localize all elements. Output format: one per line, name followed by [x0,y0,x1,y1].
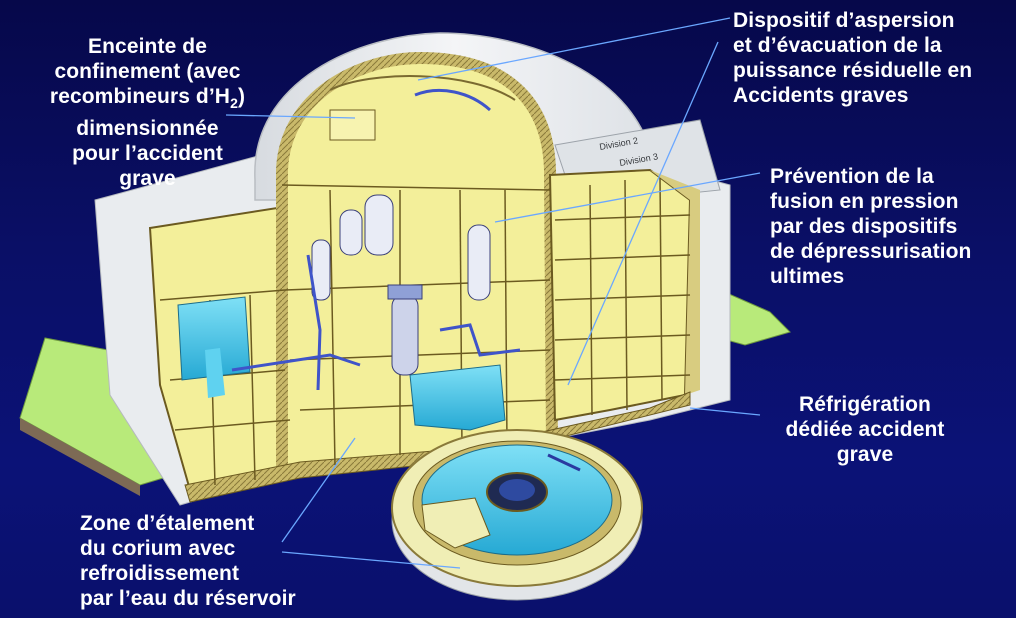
spray-line-4: Accidents graves [733,84,909,107]
containment-line-4: dimensionnée [76,117,219,141]
containment-line-6: grave [119,167,176,191]
steam-generators [311,194,491,301]
fuel-pool-water [177,296,251,381]
prevention-label: Prévention de la fusion en pression par … [770,164,971,289]
corium-spreading-area [391,429,643,601]
leader-corium-2 [281,551,461,569]
base-slab [184,391,691,503]
containment-line-1: Enceinte de [88,35,207,58]
cooling-line-2: dédiée accident [785,418,945,441]
spray-line-1: Dispositif d’aspersion [733,9,955,32]
prevention-line-1: Prévention de la [770,165,934,188]
leader-cooling [567,41,719,386]
cooling-line-3: grave [836,443,894,466]
prevention-line-3: par des dispositifs [770,215,958,238]
prevention-line-4: de dépressurisation [770,240,972,263]
prevention-line-5: ultimes [770,265,845,288]
spray-line-2: et d’évacuation de la [733,34,942,57]
leader-lines [225,17,761,569]
containment-line-2: confinement (avec [54,60,241,83]
prevention-line-2: fusion en pression [770,190,959,213]
containment-h2-subscript: 2 [230,95,238,112]
containment-line-3a: recombineurs d’H [49,85,231,108]
leader-corium [281,437,356,543]
leader-cooling-2 [689,407,761,416]
leader-containment [225,114,356,119]
containment-line-5: pour l’accident [72,142,223,166]
corium-line-4: par l’eau du réservoir [80,587,296,610]
cooling-label: Réfrigération dédiée accident grave [760,392,970,467]
cooling-line-1: Réfrigération [799,393,931,416]
reactor-pit-water [409,364,506,431]
corium-line-2: du corium avec [80,537,236,560]
containment-line-3: recombineurs d’H2) [20,84,275,116]
corium-line-1: Zone d’étalement [80,512,255,535]
corium-label: Zone d’étalement du corium avec refroidi… [80,511,296,611]
leader-spray [417,17,731,81]
containment-line-3b: ) [237,85,246,108]
containment-label: Enceinte de confinement (avec recombineu… [20,34,275,191]
leader-prevention [494,172,761,223]
spray-line-3: puissance résiduelle en [733,59,973,82]
corium-line-3: refroidissement [80,562,240,585]
spray-label: Dispositif d’aspersion et d’évacuation d… [733,8,972,108]
reactor-vessel [387,284,423,376]
